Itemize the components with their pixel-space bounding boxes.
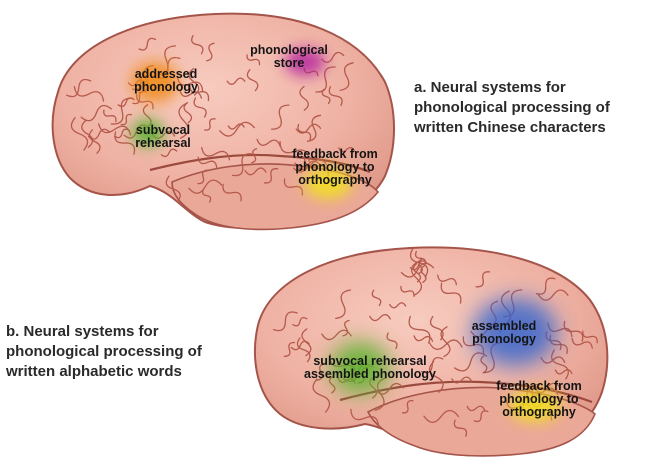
caption-b-line: phonological processing of — [6, 342, 202, 362]
brain-a — [53, 14, 394, 230]
caption-a: a. Neural systems for phonological proce… — [414, 78, 610, 138]
caption-b: b. Neural systems for phonological proce… — [6, 322, 202, 382]
caption-b-line: written alphabetic words — [6, 362, 202, 382]
caption-a-line: a. Neural systems for — [414, 78, 610, 98]
brain-b — [255, 247, 607, 455]
label-phonological-store: phonological store — [244, 44, 334, 70]
caption-a-line: phonological processing of — [414, 98, 610, 118]
label-assembled-phonology: assembled phonology — [456, 320, 552, 346]
caption-a-line: written Chinese characters — [414, 118, 610, 138]
label-feedback-b: feedback from phonology to orthography — [484, 380, 594, 419]
caption-b-line: b. Neural systems for — [6, 322, 202, 342]
label-feedback-a: feedback from phonology to orthography — [280, 148, 390, 187]
label-subvocal-rehearsal-a: subvocal rehearsal — [118, 124, 208, 150]
label-subvocal-rehearsal-b: subvocal rehearsal assembled phonology — [290, 355, 450, 381]
label-addressed-phonology: addressed phonology — [118, 68, 214, 94]
